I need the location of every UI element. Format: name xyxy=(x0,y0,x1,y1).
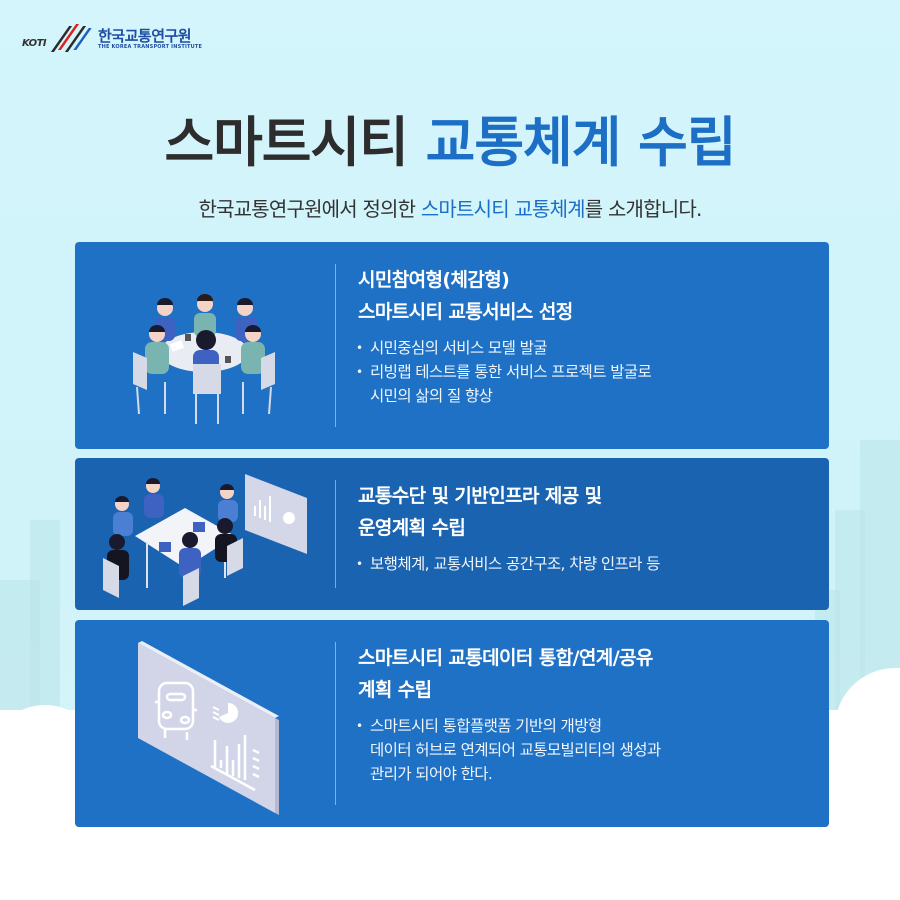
card-title-line2: 계획 수립 xyxy=(358,679,432,701)
card-traffic-data-integration: 스마트시티 교통데이터 통합/연계/공유 계획 수립 스마트시티 통합플랫폼 기… xyxy=(75,620,829,827)
data-dashboard-panel-illustration xyxy=(75,620,333,827)
presentation-meeting-illustration xyxy=(75,458,333,610)
card-title-line2: 스마트시티 교통서비스 선정 xyxy=(358,301,573,323)
subtitle-highlight: 스마트시티 교통체계 xyxy=(420,197,586,221)
koti-logo-mark: KOTI xyxy=(22,24,92,54)
card-divider xyxy=(335,480,336,588)
subtitle-after: 를 소개합니다. xyxy=(584,197,703,221)
card-bullet-list: 시민중심의 서비스 모델 발굴 리빙랩 테스트를 통한 서비스 프로젝트 발굴로… xyxy=(356,336,809,408)
logo-mark-text: KOTI xyxy=(22,38,47,49)
card-divider xyxy=(335,264,336,427)
card-title-line1: 교통수단 및 기반인프라 제공 및 xyxy=(358,485,602,507)
koti-logo: KOTI 한국교통연구원 THE KOREA TRANSPORT INSTITU… xyxy=(22,24,202,54)
card-citizen-participation: 시민참여형(체감형) 스마트시티 교통서비스 선정 시민중심의 서비스 모델 발… xyxy=(75,242,829,449)
bullet-item: 리빙랩 테스트를 통한 서비스 프로젝트 발굴로 시민의 삶의 질 향상 xyxy=(356,360,809,408)
bullet-item: 시민중심의 서비스 모델 발굴 xyxy=(356,336,809,360)
subtitle-before: 한국교통연구원에서 정의한 xyxy=(198,197,421,221)
page-title: 스마트시티 교통체계 수립 xyxy=(0,108,900,178)
page-subtitle: 한국교통연구원에서 정의한 스마트시티 교통체계를 소개합니다. xyxy=(0,193,900,222)
logo-name-korean: 한국교통연구원 xyxy=(98,27,192,45)
title-part-blue: 교통체계 수립 xyxy=(425,111,737,174)
title-part-dark: 스마트시티 xyxy=(164,111,408,174)
logo-name-english: THE KOREA TRANSPORT INSTITUTE xyxy=(98,44,203,50)
card-bullet-list: 보행체계, 교통서비스 공간구조, 차량 인프라 등 xyxy=(356,552,809,576)
bullet-item: 스마트시티 통합플랫폼 기반의 개방형 데이터 허브로 연계되어 교통모빌리티의… xyxy=(356,714,809,786)
card-transport-infrastructure: 교통수단 및 기반인프라 제공 및 운영계획 수립 보행체계, 교통서비스 공간… xyxy=(75,458,829,610)
card-title-line2: 운영계획 수립 xyxy=(358,517,466,539)
round-table-meeting-illustration xyxy=(75,242,333,449)
card-bullet-list: 스마트시티 통합플랫폼 기반의 개방형 데이터 허브로 연계되어 교통모빌리티의… xyxy=(356,714,809,786)
card-divider xyxy=(335,642,336,805)
card-title-line1: 스마트시티 교통데이터 통합/연계/공유 xyxy=(358,647,653,669)
bullet-item: 보행체계, 교통서비스 공간구조, 차량 인프라 등 xyxy=(356,552,809,576)
card-title-line1: 시민참여형(체감형) xyxy=(358,269,510,291)
